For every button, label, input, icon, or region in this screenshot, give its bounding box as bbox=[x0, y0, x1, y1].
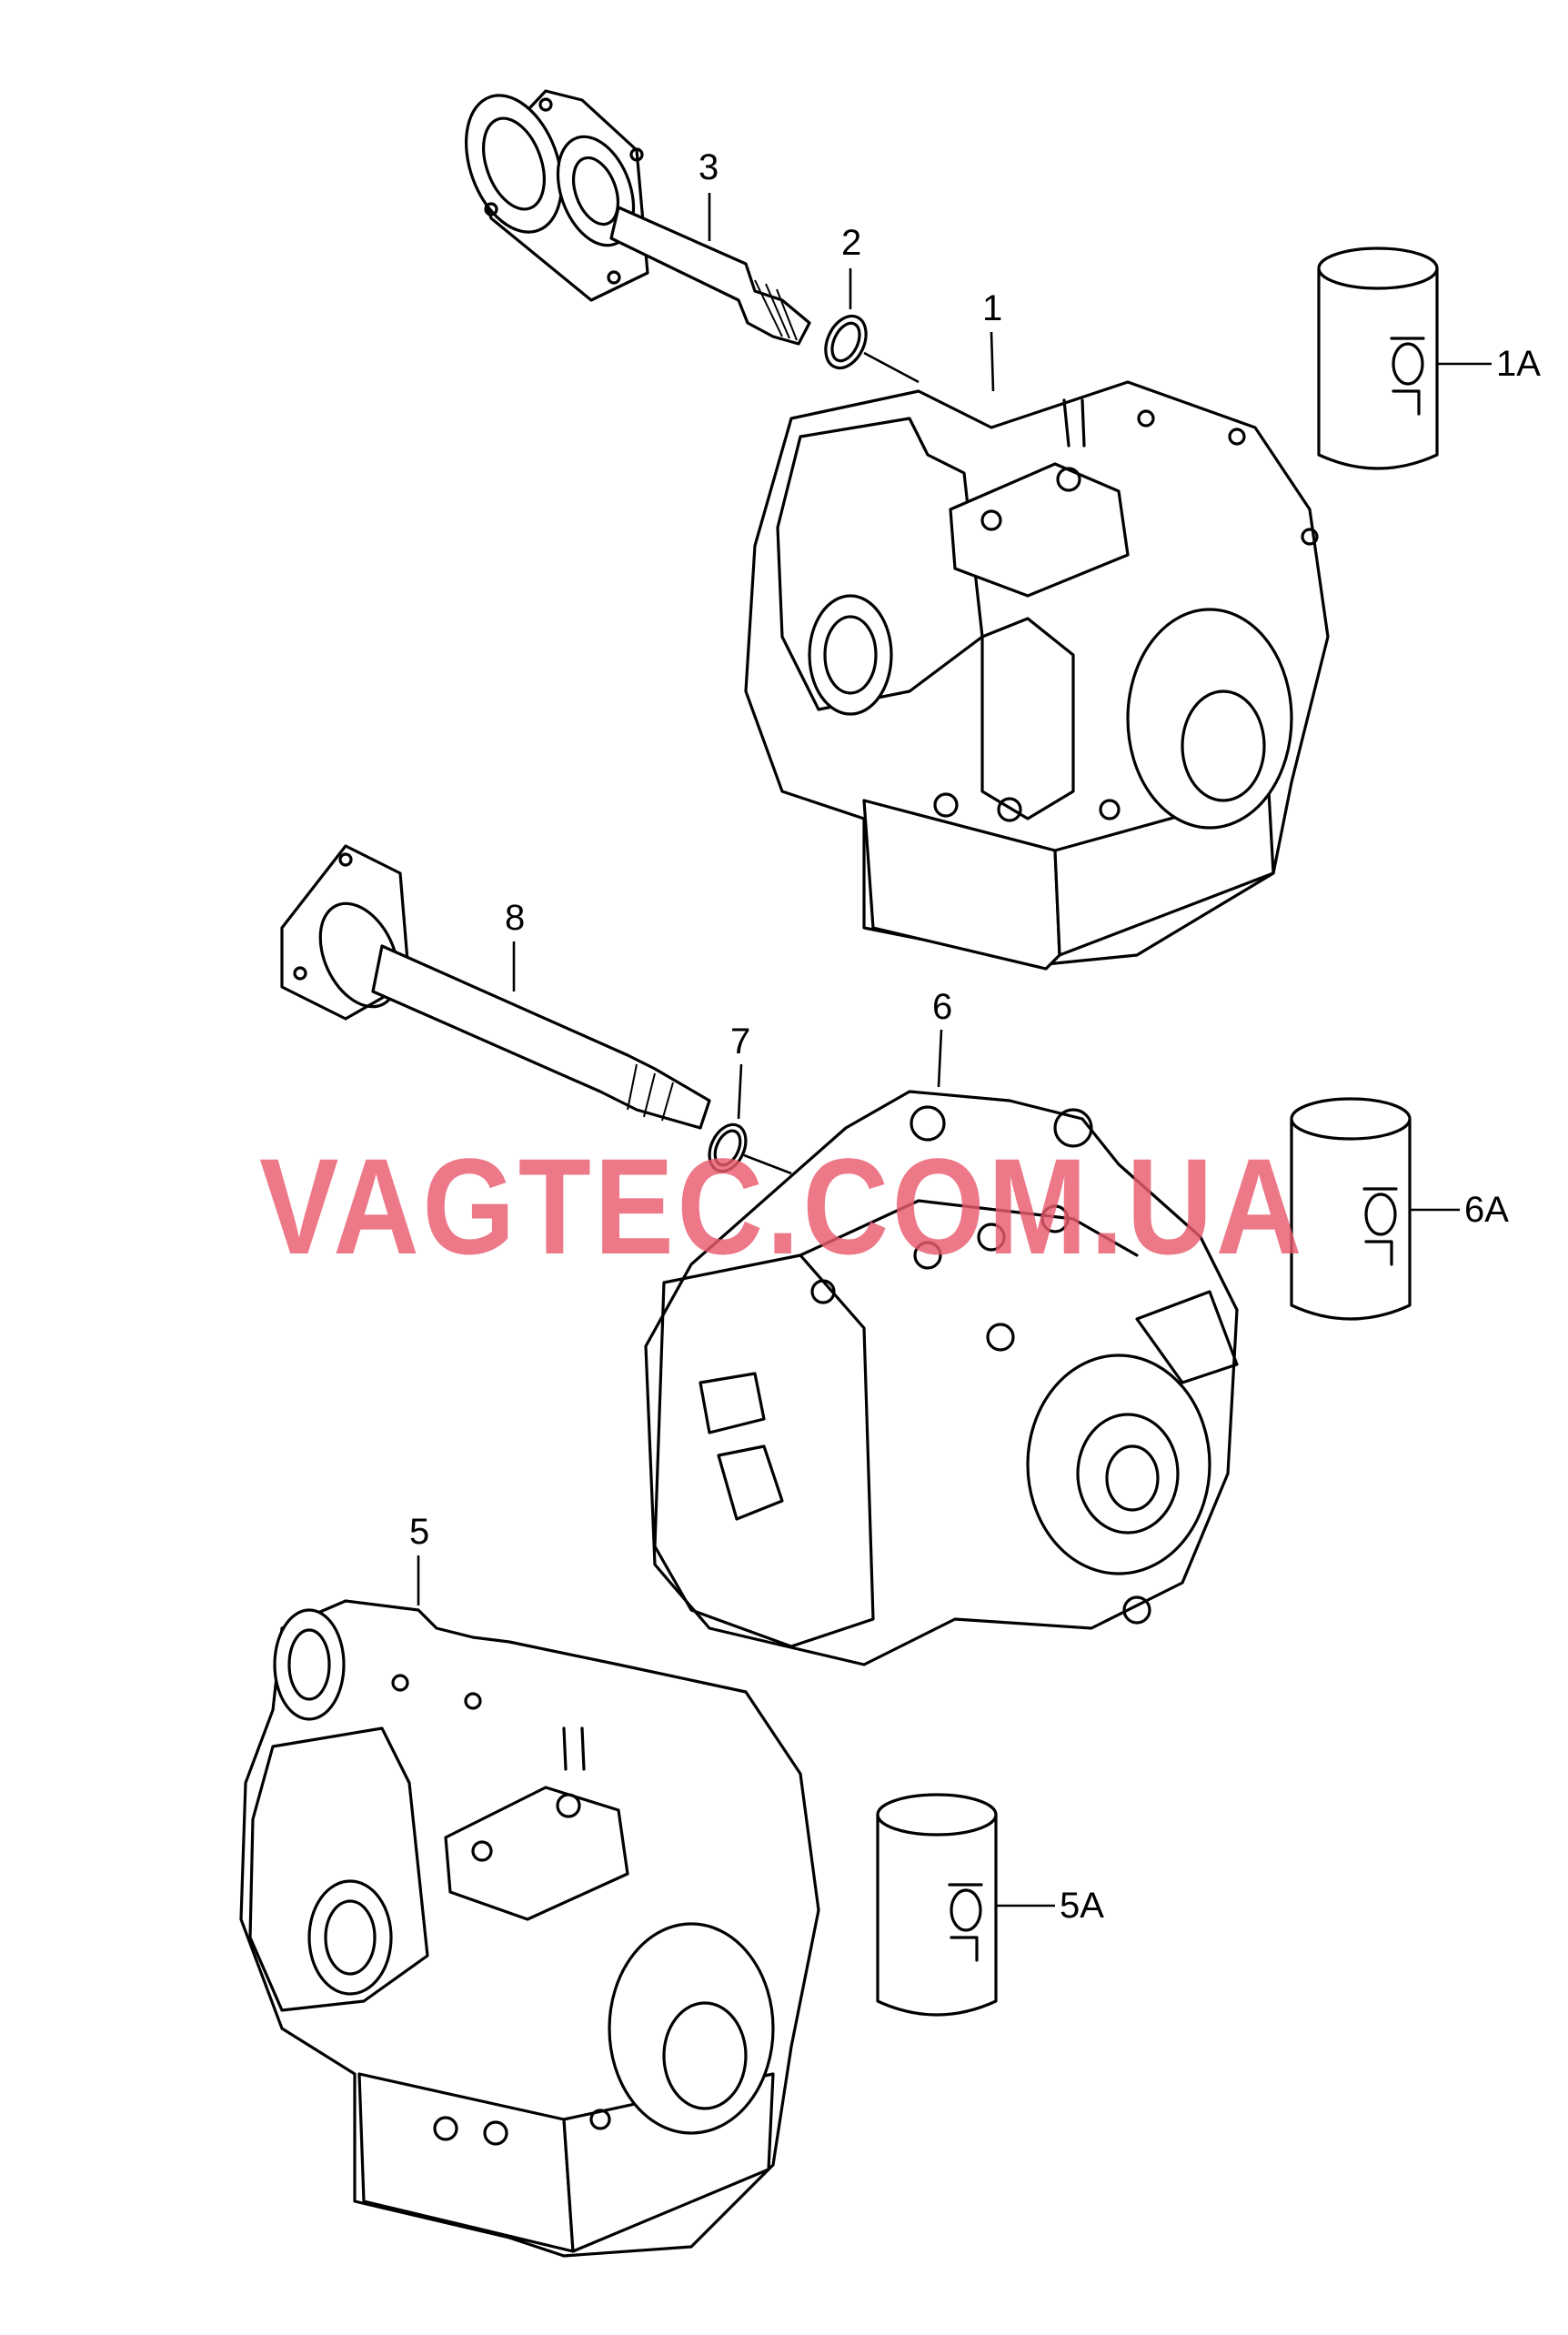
callout-leaders bbox=[417, 193, 995, 1605]
callout-labels: 3 2 1 1A 8 7 6 6A 5 5A bbox=[409, 147, 1541, 1926]
oil-can-1A[interactable] bbox=[1317, 247, 1492, 470]
flange-shaft-8[interactable] bbox=[280, 844, 711, 1130]
oil-can-6A[interactable] bbox=[1290, 1097, 1460, 1321]
leader-7 bbox=[737, 1063, 743, 1120]
leader-6 bbox=[937, 1029, 943, 1088]
callout-7: 7 bbox=[730, 1022, 750, 1062]
callout-2: 2 bbox=[841, 223, 861, 263]
o-ring-7[interactable] bbox=[702, 1119, 792, 1177]
callout-3: 3 bbox=[699, 147, 719, 187]
watermark: VAGTEC.COM.UA bbox=[259, 1130, 1305, 1283]
oil-can-5A[interactable] bbox=[876, 1793, 1055, 2017]
leader-1 bbox=[990, 331, 995, 392]
callout-6: 6 bbox=[932, 987, 952, 1027]
callout-6A: 6A bbox=[1464, 1190, 1509, 1230]
callout-1A: 1A bbox=[1496, 344, 1541, 384]
o-ring-2[interactable] bbox=[818, 309, 920, 384]
callout-8: 8 bbox=[505, 898, 525, 938]
automatic-gearbox-1[interactable] bbox=[744, 380, 1330, 971]
automatic-gearbox-5[interactable] bbox=[239, 1599, 820, 2258]
callout-5A: 5A bbox=[1060, 1886, 1104, 1926]
callout-1: 1 bbox=[982, 288, 1002, 328]
callout-5: 5 bbox=[409, 1512, 429, 1552]
automatic-gearbox-6[interactable] bbox=[644, 1090, 1239, 1666]
flange-shaft-3[interactable] bbox=[448, 82, 811, 346]
